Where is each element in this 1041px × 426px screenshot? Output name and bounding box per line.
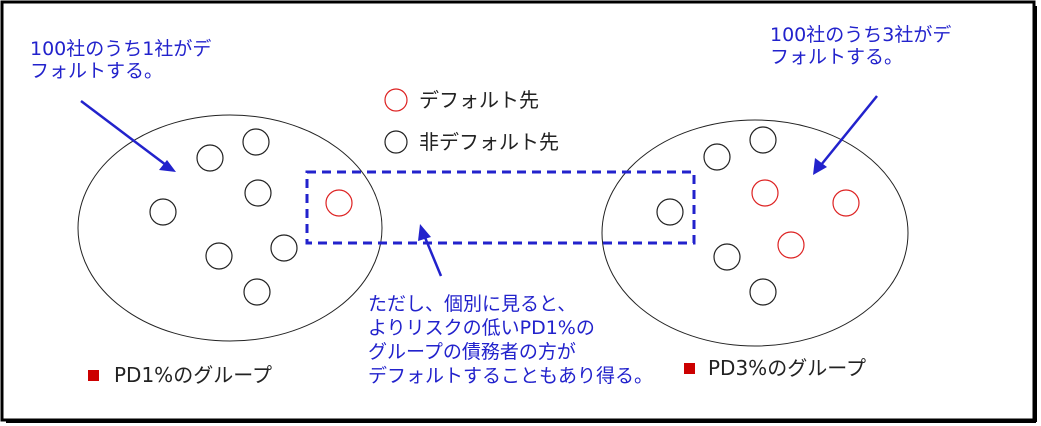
left-default-company: [325, 189, 353, 217]
left-group-note-line: フォルトする。: [30, 60, 164, 82]
right-group-label: PD3%のグループ: [708, 356, 866, 380]
center-note-line: よりリスクの低いPD1%の: [368, 317, 595, 339]
legend-default-marker: [384, 88, 408, 112]
highlight-box: [305, 170, 696, 245]
center-note-arrow: [422, 234, 443, 277]
legend-non-default-marker: [384, 130, 408, 154]
right-non-default-company: [703, 143, 731, 171]
left-non-default-company: [270, 234, 298, 262]
right-non-default-company: [749, 126, 777, 154]
center-note-line: ただし、個別に見ると、: [368, 293, 577, 315]
center-note-arrowhead: [418, 224, 431, 241]
left-group-note: 100社のうち1社がデ フォルトする。: [30, 38, 211, 82]
left-note-arrowhead: [159, 160, 176, 172]
right-group-note: 100社のうち3社がデ フォルトする。: [770, 24, 951, 68]
legend-default-label: デフォルト先: [419, 88, 539, 112]
right-default-company: [777, 231, 805, 259]
right-default-company: [751, 179, 779, 207]
left-non-default-company: [243, 278, 271, 306]
left-non-default-company: [149, 198, 177, 226]
right-group-note-line: 100社のうち3社がデ: [770, 24, 952, 46]
left-group-label: PD1%のグループ: [114, 363, 272, 387]
right-group-note-line: フォルトする。: [770, 46, 904, 68]
legend-non-default-label: 非デフォルト先: [419, 130, 559, 154]
left-non-default-company: [242, 128, 270, 156]
right-non-default-company: [749, 278, 777, 306]
left-non-default-company: [244, 179, 272, 207]
right-note-arrow: [820, 95, 878, 166]
right-non-default-company: [656, 198, 684, 226]
left-group-note-line: 100社のうち1社がデ: [30, 38, 212, 60]
left-note-arrow: [80, 100, 167, 166]
left-group-ellipse: [77, 114, 383, 342]
left-group-bullet: [88, 370, 99, 381]
right-non-default-company: [713, 243, 741, 271]
right-group-ellipse: [601, 119, 909, 347]
right-default-company: [832, 189, 860, 217]
left-non-default-company: [205, 242, 233, 270]
center-note-line: デフォルトすることもあり得る。: [368, 365, 654, 387]
right-note-arrowhead: [813, 158, 827, 175]
center-note: ただし、個別に見ると、 よりリスクの低いPD1%の グループの債務者の方が デフ…: [368, 292, 653, 388]
center-note-line: グループの債務者の方が: [368, 341, 576, 363]
right-group-bullet: [684, 363, 695, 374]
left-non-default-company: [196, 144, 224, 172]
